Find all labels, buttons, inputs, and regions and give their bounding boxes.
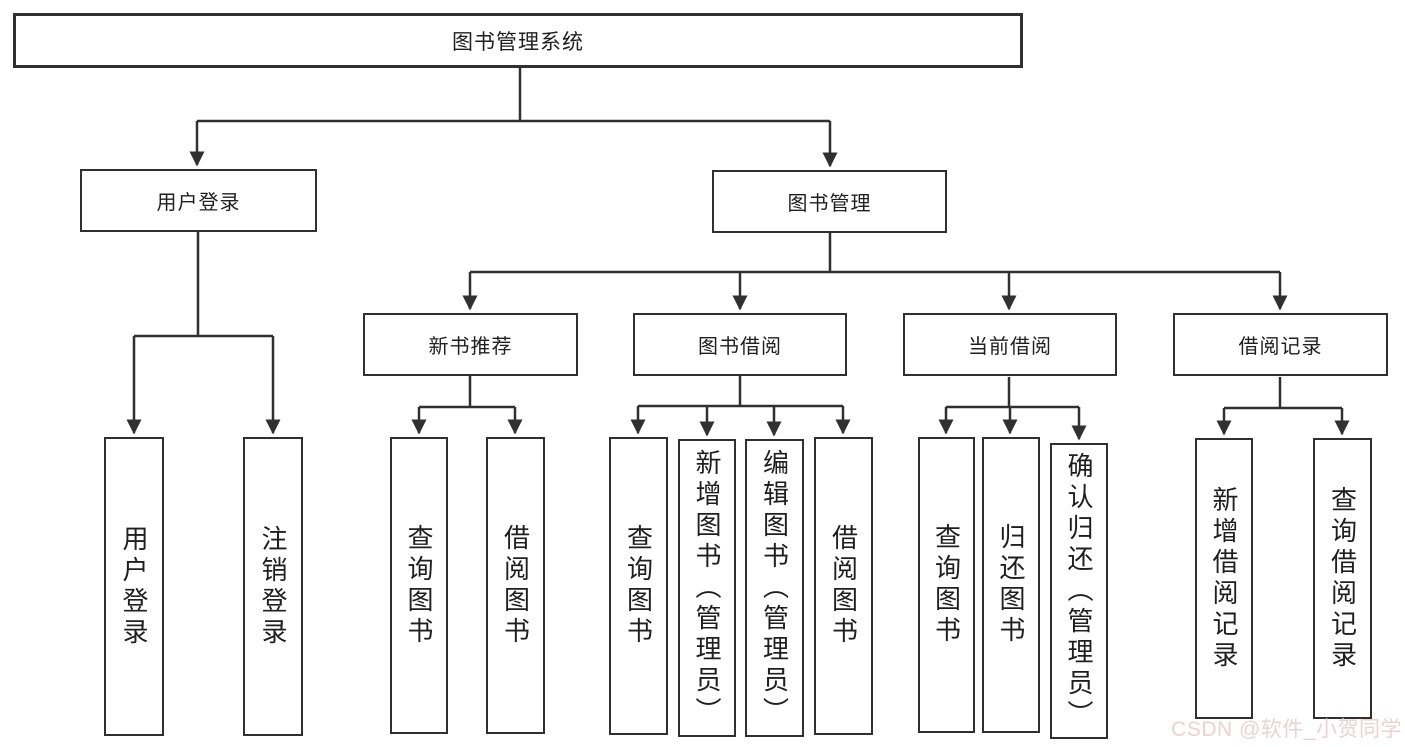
box-label: 图书管理系统 [452,30,584,54]
box-label: 图书管理 [787,193,872,215]
box-label: 当前借阅 [968,336,1052,358]
diagram-box-book-management: 图书管理 [712,170,947,233]
box-label: 借阅图书 [828,524,859,648]
box-label: 借阅记录 [1238,336,1323,358]
box-label: 借阅图书 [500,523,531,648]
box-label: 查询图书 [931,523,962,647]
diagram-box-br-query-record: 查询借阅记录 [1313,438,1372,719]
diagram-box-cb-confirm-return-admin: 确认归还（管理员） [1050,443,1108,739]
diagram-box-borrowing-records: 借阅记录 [1173,313,1388,376]
diagram-box-bb-borrow-books: 借阅图书 [814,437,873,735]
box-label: 归还图书 [996,523,1026,647]
diagram-box-bb-add-books-admin: 新增图书（管理员） [678,439,736,737]
box-label: 用户登录 [119,524,149,649]
box-label: 编辑图书（管理员） [759,448,790,728]
box-label: 图书借阅 [698,336,782,358]
box-label: 查询图书 [404,523,434,648]
diagram-box-login: 用户登录 [104,437,164,736]
diagram-box-nbr-borrow-books: 借阅图书 [486,437,545,734]
diagram-box-new-book-recommendation: 新书推荐 [363,313,578,376]
diagram-box-cb-query-books: 查询图书 [918,437,975,733]
diagram-box-logout: 注销登录 [243,437,303,736]
diagram-box-br-add-record: 新增借阅记录 [1195,438,1253,719]
box-label: 查询图书 [623,524,654,648]
diagram-box-user-login: 用户登录 [80,169,317,232]
diagram-box-system-root: 图书管理系统 [13,13,1023,68]
box-label: 注销登录 [258,524,288,649]
box-label: 查询借阅记录 [1327,485,1358,672]
box-label: 新书推荐 [428,336,513,358]
diagram-box-cb-return-books: 归还图书 [982,437,1040,733]
diagram-box-bb-edit-books-admin: 编辑图书（管理员） [745,439,804,737]
diagram-box-book-borrowing: 图书借阅 [633,313,847,376]
box-label: 新增借阅记录 [1209,485,1239,672]
diagram-box-nbr-query-books: 查询图书 [390,437,448,734]
diagram-box-current-borrowing: 当前借阅 [903,313,1117,376]
box-label: 确认归还（管理员） [1064,451,1094,731]
box-label: 新增图书（管理员） [692,448,722,728]
box-label: 用户登录 [156,192,241,214]
diagram-box-bb-query-books: 查询图书 [609,437,668,735]
